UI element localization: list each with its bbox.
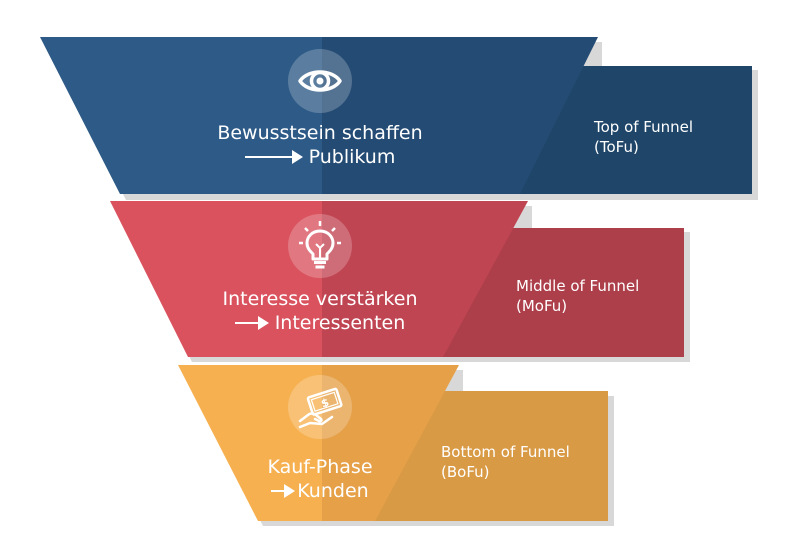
bofu-icon-circle: $: [288, 375, 352, 439]
tofu-side-panel: [520, 66, 752, 194]
mofu-side-line1: Middle of Funnel: [516, 277, 640, 295]
mofu-funnel-right: [322, 201, 528, 357]
arrow-right-icon: [244, 150, 303, 164]
mofu-title: Interesse verstärken: [222, 288, 418, 310]
tofu-icon-circle: [288, 49, 352, 113]
bofu-target: Kunden: [297, 480, 369, 502]
bofu-funnel-right: [322, 365, 459, 521]
bofu-funnel-left: [178, 365, 322, 521]
bofu-text: Kauf-Phase Kunden: [180, 455, 460, 503]
tofu-title: Bewusstsein schaffen: [217, 122, 423, 144]
tofu-target-row: Publikum: [180, 145, 460, 169]
mofu-target-row: Interessenten: [180, 311, 460, 335]
tofu-side-line1: Top of Funnel: [594, 118, 694, 136]
tofu-funnel-right: [322, 37, 598, 194]
svg-text:$: $: [319, 396, 330, 411]
mofu-side-label: Middle of Funnel (MoFu): [516, 276, 639, 316]
arrow-right-icon: [234, 316, 269, 330]
bofu-side-line2: (BoFu): [441, 463, 490, 481]
tofu-target: Publikum: [308, 146, 396, 168]
bofu-side-label: Bottom of Funnel (BoFu): [441, 442, 570, 482]
bofu-side-line1: Bottom of Funnel: [441, 443, 570, 461]
mofu-icon-circle: [288, 214, 352, 278]
tofu-funnel-left: [40, 37, 322, 194]
mofu-side-panel: [440, 228, 684, 357]
tofu-side-line2: (ToFu): [594, 138, 639, 156]
bofu-target-row: Kunden: [180, 479, 460, 503]
lightbulb-icon: [299, 221, 341, 269]
arrow-right-icon: [271, 484, 296, 498]
mofu-text: Interesse verstärken Interessenten: [180, 287, 460, 335]
tofu-text: Bewusstsein schaffen Publikum: [180, 121, 460, 169]
eye-icon: [298, 70, 342, 92]
mofu-side-line2: (MoFu): [516, 297, 568, 315]
money-hand-icon: $: [298, 387, 343, 429]
mofu-target: Interessenten: [274, 312, 406, 334]
tofu-side-label: Top of Funnel (ToFu): [594, 117, 693, 157]
mofu-funnel-left: [110, 201, 322, 357]
bofu-side-panel: [372, 391, 608, 521]
bofu-title: Kauf-Phase: [267, 456, 373, 478]
